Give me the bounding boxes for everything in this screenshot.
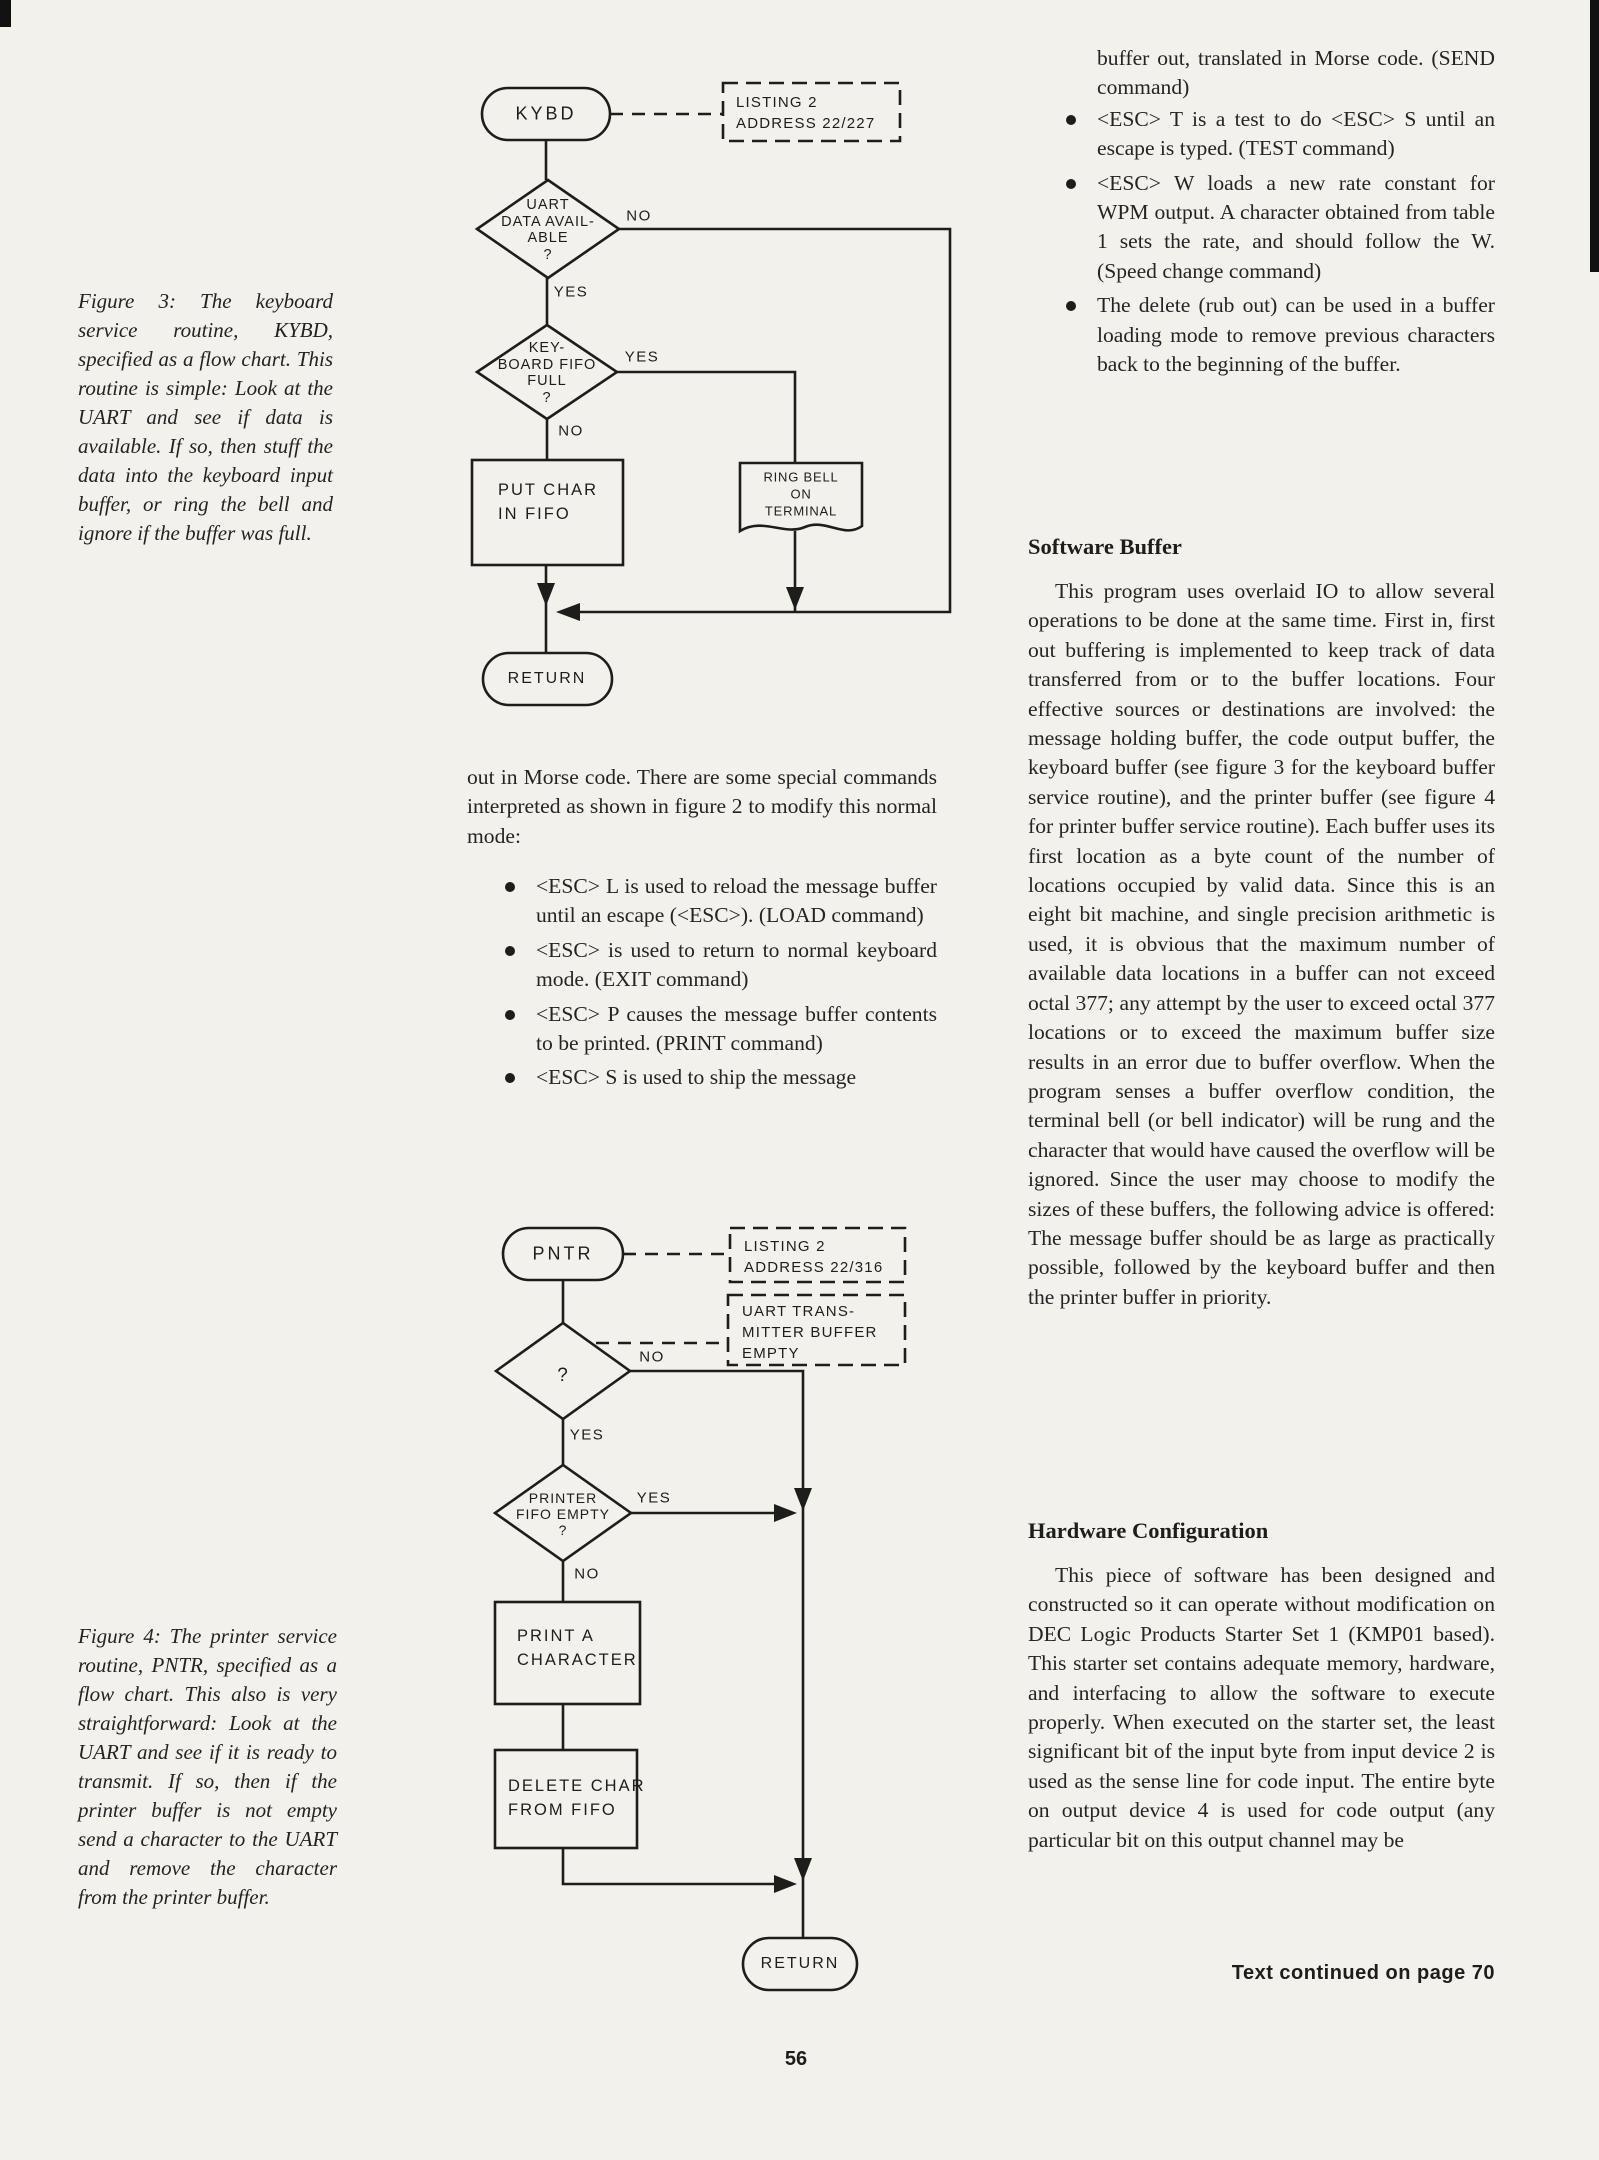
bullet-icon: [505, 882, 515, 892]
bullet-text: The delete (rub out) can be used in a bu…: [1097, 293, 1495, 377]
bullet-text: <ESC> P causes the message buffer conten…: [536, 1001, 937, 1056]
print-character-box: [493, 1600, 642, 1706]
fig4-print-label: PRINT A CHARACTER: [517, 1627, 638, 1669]
text-continued-note: Text continued on page 70: [1231, 1962, 1495, 1984]
figure4-flowchart: PNTR LISTING 2 ADDRESS 22/316 UART TRANS…: [360, 1200, 920, 2000]
arrowhead-left: [556, 603, 580, 621]
put-char-box: [470, 458, 625, 567]
bullet-continuation: buffer out, translated in Morse code. (S…: [1097, 46, 1495, 100]
bullet-icon: [1066, 114, 1076, 125]
fig4-decision-uart-label: ?: [557, 1365, 569, 1386]
fig4-decision-fifo-label: PRINTER FIFO EMPTY ?: [516, 1490, 610, 1538]
scan-artifact-edge-strip: [1590, 0, 1599, 272]
fig4-uart-yes-label: YES: [569, 1426, 605, 1444]
figure3-flowchart: KYBD LISTING 2 ADDRESS 22/227 UART DATA …: [340, 80, 970, 720]
arrowhead-down: [794, 1858, 812, 1881]
middle-column-paragraph: out in Morse code. There are some specia…: [467, 765, 937, 848]
right-column-top: buffer out, translated in Morse code. (S…: [1028, 44, 1495, 384]
bullet-text: <ESC> S is used to ship the message: [536, 1065, 857, 1090]
delete-char-box: [493, 1748, 639, 1850]
hardware-configuration-paragraph: This piece of software has been designed…: [1028, 1563, 1495, 1852]
fig4-delete-label: DELETE CHAR FROM FIFO: [508, 1777, 646, 1819]
bullet-icon: [505, 1009, 515, 1020]
bullet-icon: [505, 1073, 515, 1084]
fig4-listing-ref: LISTING 2 ADDRESS 22/316: [744, 1238, 884, 1276]
fig3-return-node: RETURN: [507, 670, 587, 687]
list-item: <ESC> is used to return to normal keyboa…: [467, 936, 937, 995]
arrowhead-down: [537, 583, 555, 606]
fig3-put-char-label: PUT CHAR IN FIFO: [498, 481, 599, 523]
arrowhead-right: [774, 1504, 797, 1522]
page-number: 56: [784, 2048, 808, 2070]
figure4-flowchart-svg: [492, 1226, 907, 1992]
uart-note-box: [726, 1293, 907, 1367]
scan-artifact-corner: [0, 0, 11, 27]
fig4-fifo-no-label: NO: [574, 1565, 600, 1583]
fig3-decision-fifo-label: KEY- BOARD FIFO FULL ?: [497, 340, 597, 406]
list-item: <ESC> T is a test to do <ESC> S until an…: [1028, 105, 1495, 164]
fig4-start-node: PNTR: [532, 1243, 594, 1264]
list-item: <ESC> S is used to ship the message: [467, 1063, 937, 1092]
arrowhead-right: [774, 1875, 797, 1893]
fig4-uart-note: UART TRANS- MITTER BUFFER EMPTY: [742, 1303, 878, 1362]
software-buffer-paragraph: This program uses overlaid IO to allow s…: [1028, 579, 1495, 1309]
return-terminal-shape: [741, 1936, 859, 1992]
fig3-decision-uart-label: UART DATA AVAIL- ABLE ?: [501, 197, 595, 263]
bullet-icon: [505, 945, 515, 956]
fig4-return-node: RETURN: [760, 1955, 840, 1972]
ring-bell-display-shape: [738, 461, 864, 534]
fig3-ring-bell-label: RING BELL ON TERMINAL: [763, 469, 839, 519]
fig3-uart-no-label: NO: [626, 207, 652, 225]
bullet-text: <ESC> T is a test to do <ESC> S until an…: [1097, 106, 1495, 161]
list-item: <ESC> P causes the message buffer conten…: [467, 1000, 937, 1059]
bullet-icon: [1066, 178, 1076, 189]
fig4-fifo-yes-label: YES: [636, 1489, 672, 1507]
figure3-flowchart-svg: [470, 81, 952, 707]
fig3-fifo-yes-label: YES: [624, 348, 660, 366]
right-column-bullet-list: <ESC> T is a test to do <ESC> S until an…: [1028, 105, 1495, 380]
figure4-caption: Figure 4: The printer service routine, P…: [78, 1624, 337, 1909]
arrowhead-down: [786, 587, 804, 610]
middle-column-bullet-list: <ESC> L is used to reload the message bu…: [467, 872, 937, 1098]
bullet-text: <ESC> is used to return to normal keyboa…: [536, 937, 937, 992]
fig3-start-node: KYBD: [515, 103, 577, 124]
figure3-caption: Figure 3: The keyboard service routine, …: [78, 289, 333, 545]
fig3-listing-ref: LISTING 2 ADDRESS 22/227: [736, 94, 876, 132]
listing-ref-box: [721, 81, 902, 143]
software-buffer-heading: Software Buffer: [1028, 534, 1182, 559]
list-item: <ESC> W loads a new rate constant for WP…: [1028, 169, 1495, 287]
list-item: <ESC> L is used to reload the message bu…: [467, 872, 937, 931]
arrowhead-down: [794, 1488, 812, 1511]
bullet-icon: [1066, 301, 1076, 312]
fig4-uart-no-label: NO: [639, 1348, 665, 1366]
fig3-uart-yes-label: YES: [553, 283, 589, 301]
fig3-fifo-no-label: NO: [558, 422, 584, 440]
list-item: The delete (rub out) can be used in a bu…: [1028, 291, 1495, 379]
bullet-text: <ESC> W loads a new rate constant for WP…: [1097, 170, 1495, 283]
return-terminal-shape: [481, 651, 614, 707]
hardware-configuration-heading: Hardware Configuration: [1028, 1518, 1269, 1543]
bullet-text: <ESC> L is used to reload the message bu…: [536, 874, 937, 928]
